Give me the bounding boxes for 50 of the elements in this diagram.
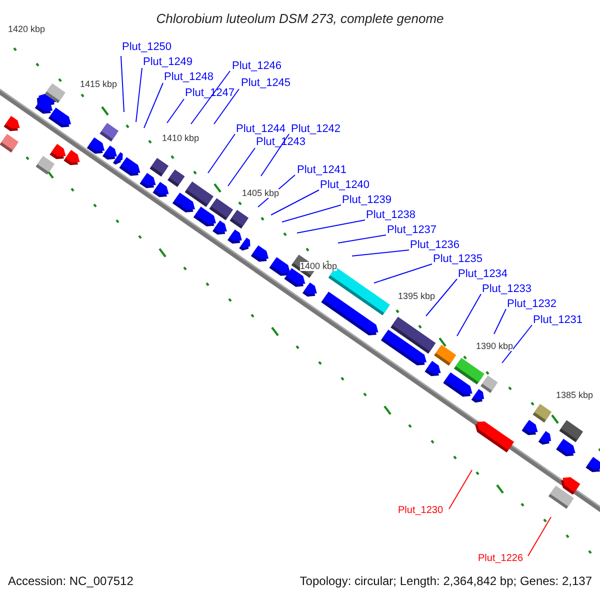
gene-label: Plut_1230 — [398, 506, 444, 516]
leader-line — [448, 470, 472, 510]
scale-label: 1420 kbp — [8, 25, 46, 34]
accession-text: Accession: NC_007512 — [8, 575, 134, 587]
leader-line — [282, 204, 342, 222]
gene-label: Plut_1234 — [458, 268, 508, 280]
scale-label: 1415 kbp — [80, 80, 118, 89]
gene-label: Plut_1245 — [241, 78, 291, 88]
gene-label: Plut_1236 — [410, 240, 460, 250]
scale-label: 1410 kbp — [162, 134, 200, 143]
leader-line — [296, 220, 366, 234]
gene-label: Plut_1246 — [232, 60, 282, 72]
leader-line — [144, 82, 164, 128]
scale-label: 1395 kbp — [398, 292, 436, 301]
leader-line — [214, 88, 240, 124]
scale-label: 1400 kbp — [300, 262, 338, 271]
leader-line — [136, 68, 142, 122]
leader-line — [166, 98, 184, 124]
gene-label: Plut_1232 — [507, 298, 557, 310]
gene-label: Plut_1250 — [122, 42, 172, 52]
leader-line — [456, 294, 482, 336]
leader-line — [270, 190, 320, 216]
gene-label: Plut_1226 — [478, 554, 524, 564]
leader-line — [338, 234, 386, 244]
gene-label: Plut_1237 — [387, 224, 437, 236]
gene-label: Plut_1249 — [143, 56, 193, 68]
leader-line — [426, 278, 458, 316]
gene-label: Plut_1239 — [342, 194, 392, 206]
scale-label: 1405 kbp — [242, 189, 280, 198]
leader-line — [494, 308, 506, 334]
leader-line — [228, 148, 256, 186]
gene-label: Plut_1241 — [297, 164, 347, 176]
gene-label: Plut_1248 — [164, 72, 214, 82]
gene-label: Plut_1233 — [482, 284, 532, 294]
gene-label: Plut_1242 — [291, 124, 341, 134]
leader-line — [502, 324, 532, 364]
scale-label: 1390 kbp — [476, 342, 514, 351]
genome-info-text: Topology: circular; Length: 2,364,842 bp; Genes: 2,137 — [300, 575, 592, 587]
leader-line — [352, 250, 410, 256]
gene-label: Plut_1235 — [433, 254, 483, 264]
gene-label: Plut_1244 — [236, 124, 286, 134]
leader-line — [528, 516, 552, 556]
title: Chlorobium luteolum DSM 273, complete genome — [155, 12, 445, 25]
leader-line — [120, 56, 124, 112]
leader-line — [208, 134, 236, 174]
leader-line — [374, 264, 432, 284]
gene-label: Plut_1231 — [533, 314, 583, 326]
gene-label: Plut_1240 — [320, 180, 370, 190]
scale-label: 1385 kbp — [556, 391, 594, 400]
gene-label: Plut_1238 — [366, 210, 416, 220]
